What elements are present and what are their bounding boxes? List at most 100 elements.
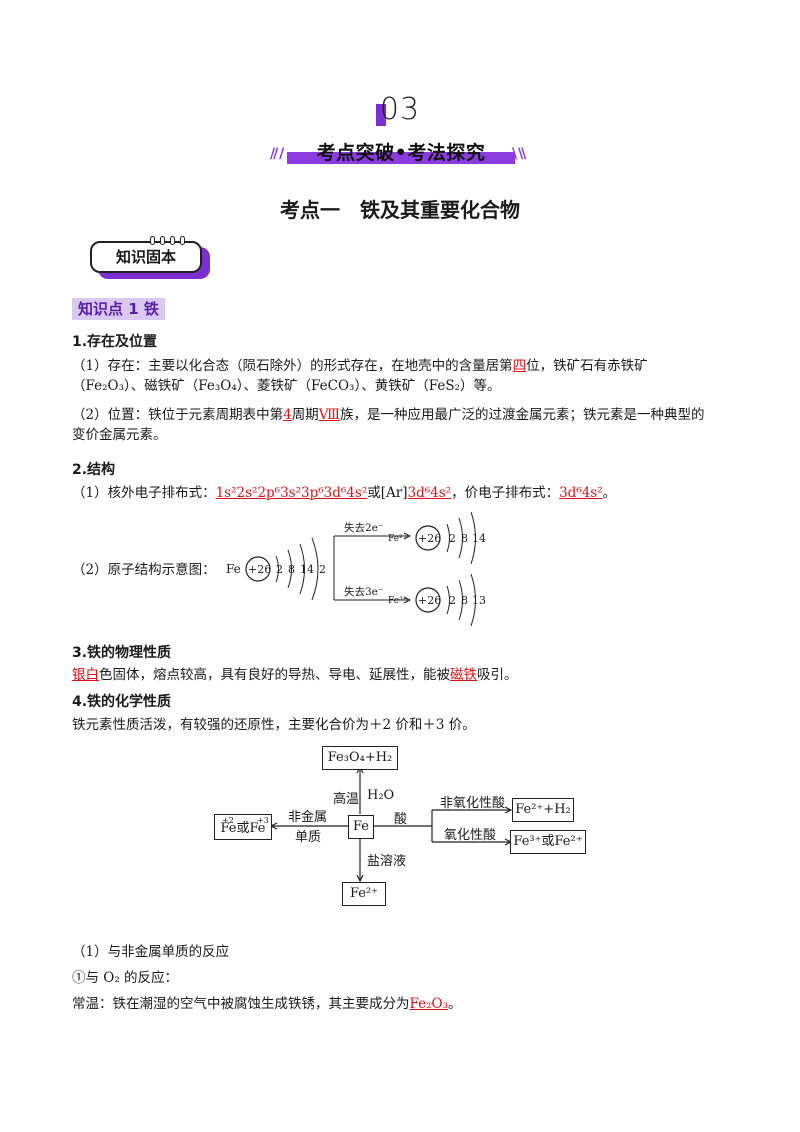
paragraph-rust: 常温：铁在潮湿的空气中被腐蚀生成铁锈，其主要成分为Fe₂O₃。 [72, 994, 742, 1014]
nucleus-charge: +26 [248, 563, 271, 576]
paragraph-chemical-intro: 铁元素性质活泼，有较强的还原性，主要化合价为＋2 价和＋3 价。 [72, 717, 476, 733]
banner-deco-right: \ \\ [512, 146, 526, 162]
answer-blank: 1s²2s²2p⁶3s²3p⁶3d⁶4s² [215, 485, 368, 501]
shell-count: 8 [461, 594, 468, 607]
badge-box [90, 241, 202, 273]
text: 色固体，熔点较高，具有良好的导热、导电、延展性，能被 [99, 667, 450, 683]
text: 。 [602, 485, 617, 501]
product-fe-ions: Fe或Fe +2 +3 [214, 814, 272, 840]
text: ，价电子排布式： [451, 485, 560, 501]
nucleus-circle [415, 587, 441, 613]
banner-highlight [287, 152, 515, 164]
product-fe2-h2: Fe²⁺+H₂ [512, 798, 574, 822]
atom-structure-diagram: Fe +26 2 8 14 2 失去2e⁻ 失去3e⁻ Fe²⁺ +26 2 8… [226, 511, 486, 626]
fe-reaction-diagram: Fe₃O₄+H₂ 高温 H₂O Fe 非金属 单质 Fe或Fe +2 +3 酸 … [200, 740, 600, 915]
badge-ring [160, 236, 165, 245]
shell-count: 2 [319, 563, 326, 576]
nucleus-circle [415, 525, 441, 551]
text: 位，铁矿石有赤铁矿 [526, 358, 648, 374]
nucleus-charge: +26 [418, 594, 441, 607]
arrow-top-label: 失去2e⁻ [344, 521, 383, 534]
shell-arc [299, 543, 305, 595]
answer-blank: 3d⁶4s² [559, 485, 603, 501]
shell-arc [470, 511, 476, 565]
shell-count: 2 [276, 563, 283, 576]
label-nonoxidizing-acid: 非氧化性酸 [440, 796, 506, 811]
center-fe: Fe [348, 815, 374, 839]
label-high-temp: 高温 [333, 792, 360, 807]
shell-count: 2 [449, 594, 456, 607]
text: 族，是一种应用最广泛的过渡金属元素；铁元素是一种典型的 [339, 407, 705, 423]
badge-ring [150, 236, 155, 245]
shell-arc [287, 549, 292, 589]
knowledge-point-label: 知识点 1 铁 [72, 298, 165, 320]
page-title: 考点一 铁及其重要化合物 [280, 198, 520, 222]
shell-count: 8 [288, 563, 295, 576]
shell-count: 14 [472, 532, 486, 545]
atom-diagram-label: （2）原子结构示意图： [72, 562, 216, 578]
paragraph-position: （2）位置：铁位于元素周期表中第4周期Ⅷ族，是一种应用最广泛的过渡金属元素；铁元… [72, 405, 742, 445]
paragraph-existence: （1）存在：主要以化合态（陨石除外）的形式存在，在地壳中的含量居第四位，铁矿石有… [72, 356, 742, 396]
answer-blank: 四 [512, 358, 527, 374]
knowledge-badge: 知识固本 [90, 236, 212, 281]
label-nonmetal: 非金属 [288, 810, 328, 825]
answer-blank: 银白 [72, 667, 99, 683]
shell-arc [311, 537, 319, 601]
heading-chemical: 4.铁的化学性质 [72, 694, 172, 710]
section-number-accent [376, 104, 386, 126]
answer-blank: 磁铁 [450, 667, 477, 683]
heading-structure: 2.结构 [72, 462, 116, 478]
shell-arc [458, 579, 463, 621]
product-fe2: Fe²⁺ [342, 882, 386, 906]
valence-plus2: +2 [222, 816, 234, 825]
text: 周期 [291, 407, 319, 423]
text: （Fe₂O₃）、磁铁矿（Fe₃O₄）、菱铁矿（FeCO₃）、黄铁矿（FeS₂）等… [72, 378, 501, 394]
text: （2）位置：铁位于元素周期表中第 [72, 407, 284, 423]
shell-arc [458, 517, 463, 559]
label-acid: 酸 [394, 812, 408, 827]
text: 吸引。 [477, 667, 518, 683]
text: 变价金属元素。 [72, 427, 167, 443]
text: 或[Ar] [367, 485, 408, 501]
product-fe3o4-h2: Fe₃O₄+H₂ [322, 746, 398, 770]
section-number: 03 [379, 92, 421, 127]
product-text: Fe或Fe [220, 821, 266, 836]
shell-count: 13 [472, 594, 486, 607]
banner-deco-left: // / [270, 146, 284, 162]
badge-ring [170, 236, 175, 245]
paragraph-electron-config: （1）核外电子排布式：1s²2s²2p⁶3s²3p⁶3d⁶4s²或[Ar]3d⁶… [72, 483, 742, 503]
atom-symbol: Fe [226, 562, 241, 576]
ion-symbol: Fe²⁺ [388, 534, 408, 544]
nucleus-circle [245, 556, 271, 582]
paragraph-physical: 银白色固体，熔点较高，具有良好的导热、导电、延展性，能被磁铁吸引。 [72, 665, 742, 685]
text: （1）核外电子排布式： [72, 485, 216, 501]
product-fe3-or-fe2: Fe³⁺或Fe²⁺ [510, 830, 586, 854]
text: 常温：铁在潮湿的空气中被腐蚀生成铁锈，其主要成分为 [72, 996, 410, 1012]
shell-count: 14 [300, 563, 314, 576]
answer-blank: Fe₂O₃ [409, 996, 449, 1012]
answer-blank: Ⅷ [318, 407, 340, 423]
arrow-bottom-label: 失去3e⁻ [344, 585, 383, 598]
badge-ring [180, 236, 185, 245]
heading-existence: 1.存在及位置 [72, 334, 158, 350]
answer-blank: 4 [283, 407, 292, 423]
section-banner: 考点突破•考法探究 [287, 140, 515, 164]
shell-arc [446, 585, 450, 615]
badge-label: 知识固本 [115, 248, 176, 266]
shell-count: 8 [461, 532, 468, 545]
shell-arc [470, 573, 476, 626]
answer-blank: 3d⁶4s² [407, 485, 452, 501]
valence-plus3: +3 [257, 816, 269, 825]
shell-arc [275, 555, 279, 583]
text: 。 [448, 996, 462, 1012]
subheading-o2-reaction: ①与 O₂ 的反应： [72, 970, 179, 986]
subheading-nonmetal-reaction: （1）与非金属单质的反应 [72, 944, 230, 960]
label-element: 单质 [295, 830, 322, 845]
nucleus-charge: +26 [418, 532, 441, 545]
label-water: H₂O [367, 788, 395, 803]
shell-count: 2 [449, 532, 456, 545]
text: （1）存在：主要以化合态（陨石除外）的形式存在，在地壳中的含量居第 [72, 358, 513, 374]
label-oxidizing-acid: 氧化性酸 [444, 828, 497, 843]
banner-text: 考点突破•考法探究 [316, 142, 486, 164]
shell-arc [446, 523, 450, 553]
